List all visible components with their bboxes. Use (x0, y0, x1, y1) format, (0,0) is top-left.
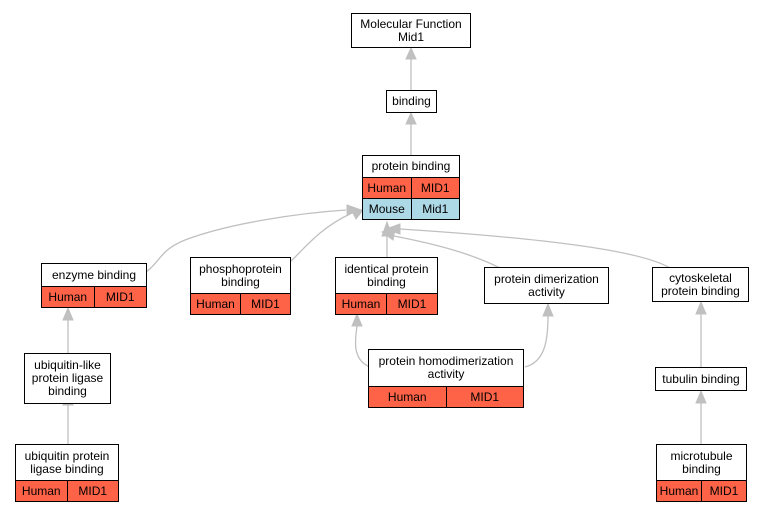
node-title: tubulin binding (662, 371, 740, 386)
node-title: ubiquitin-like protein ligase binding (31, 358, 104, 398)
arrowhead (380, 228, 396, 241)
gene-cell: MID1 (93, 287, 147, 307)
node-title: protein dimerization activity (494, 271, 599, 299)
node-title: identical protein binding (344, 261, 429, 289)
arrowhead (542, 302, 554, 317)
node-ubiquitin-protein-ligase-binding[interactable]: ubiquitin protein ligase binding Human M… (15, 444, 119, 502)
node-title: protein homodimerization activity (378, 354, 514, 381)
arrowhead (384, 223, 401, 235)
node-protein-dimerization-activity[interactable]: protein dimerization activity (484, 267, 609, 304)
node-phosphoprotein-binding[interactable]: phosphoprotein binding Human MID1 (190, 257, 291, 315)
node-title: Molecular Function Mid1 (360, 16, 462, 44)
node-cytoskeletal-protein-binding[interactable]: cytoskeletal protein binding (652, 267, 749, 302)
node-title: microtubule binding (670, 448, 733, 476)
annotation-row-mouse: Mouse Mid1 (363, 198, 459, 219)
node-title: phosphoprotein binding (199, 261, 282, 289)
annotation-row-human: Human MID1 (657, 480, 746, 501)
edge-dimerization-to-protein-binding (393, 235, 501, 269)
arrowhead (351, 312, 363, 327)
edge-cytoskeletal-to-protein-binding (399, 228, 671, 269)
node-tubulin-binding[interactable]: tubulin binding (655, 367, 747, 391)
node-ubiquitin-like-protein-ligase-binding[interactable]: ubiquitin-like protein ligase binding (24, 353, 111, 404)
arrowhead (62, 306, 74, 321)
node-binding[interactable]: binding (386, 90, 437, 113)
gene-cell: Mid1 (410, 199, 460, 219)
gene-cell: MID1 (386, 294, 437, 314)
arrowhead (695, 300, 707, 315)
node-molecular-function[interactable]: Molecular Function Mid1 (351, 13, 471, 48)
gene-cell: MID1 (240, 294, 290, 314)
species-cell: Human (196, 297, 235, 311)
gene-cell: MID1 (445, 387, 524, 407)
species-cell: Mouse (368, 202, 405, 216)
species-cell: Human (659, 484, 699, 498)
species-cell: Human (21, 484, 61, 498)
edge-homodimerization-to-identical (354, 325, 371, 368)
node-title: protein binding (371, 159, 451, 173)
arrowhead (405, 46, 417, 60)
gene-cell: MID1 (66, 481, 119, 501)
edge-phosphoprotein-to-protein-binding (289, 213, 351, 263)
arrowhead (350, 208, 364, 220)
species-cell: Human (341, 297, 381, 311)
node-protein-homodimerization-activity[interactable]: protein homodimerization activity Human … (368, 349, 524, 408)
gene-cell: MID1 (410, 178, 460, 198)
edge-homodimerization-to-dimerization (524, 315, 549, 368)
species-cell: Human (367, 181, 407, 195)
node-microtubule-binding[interactable]: microtubule binding Human MID1 (656, 444, 747, 502)
annotation-row-human: Human MID1 (42, 286, 146, 307)
annotation-row-human: Human MID1 (336, 293, 437, 314)
node-title: cytoskeletal protein binding (661, 270, 740, 298)
annotation-row-human: Human MID1 (191, 293, 290, 314)
arrowhead (695, 389, 707, 404)
annotation-row-human: Human MID1 (363, 177, 459, 198)
node-title: ubiquitin protein ligase binding (24, 448, 110, 476)
annotation-row-human: Human MID1 (16, 480, 118, 501)
edge-enzyme-to-protein-binding (145, 209, 347, 273)
gene-cell: MID1 (701, 481, 746, 501)
node-title: binding (392, 94, 431, 108)
species-cell: Human (48, 290, 88, 304)
arrowhead (405, 111, 417, 125)
annotation-row-human: Human MID1 (369, 386, 523, 407)
node-enzyme-binding[interactable]: enzyme binding Human MID1 (41, 263, 147, 308)
node-identical-protein-binding[interactable]: identical protein binding Human MID1 (335, 257, 438, 315)
species-cell: Human (387, 390, 427, 404)
node-title: enzyme binding (51, 267, 137, 282)
node-protein-binding[interactable]: protein binding Human MID1 Mouse Mid1 (362, 155, 460, 220)
